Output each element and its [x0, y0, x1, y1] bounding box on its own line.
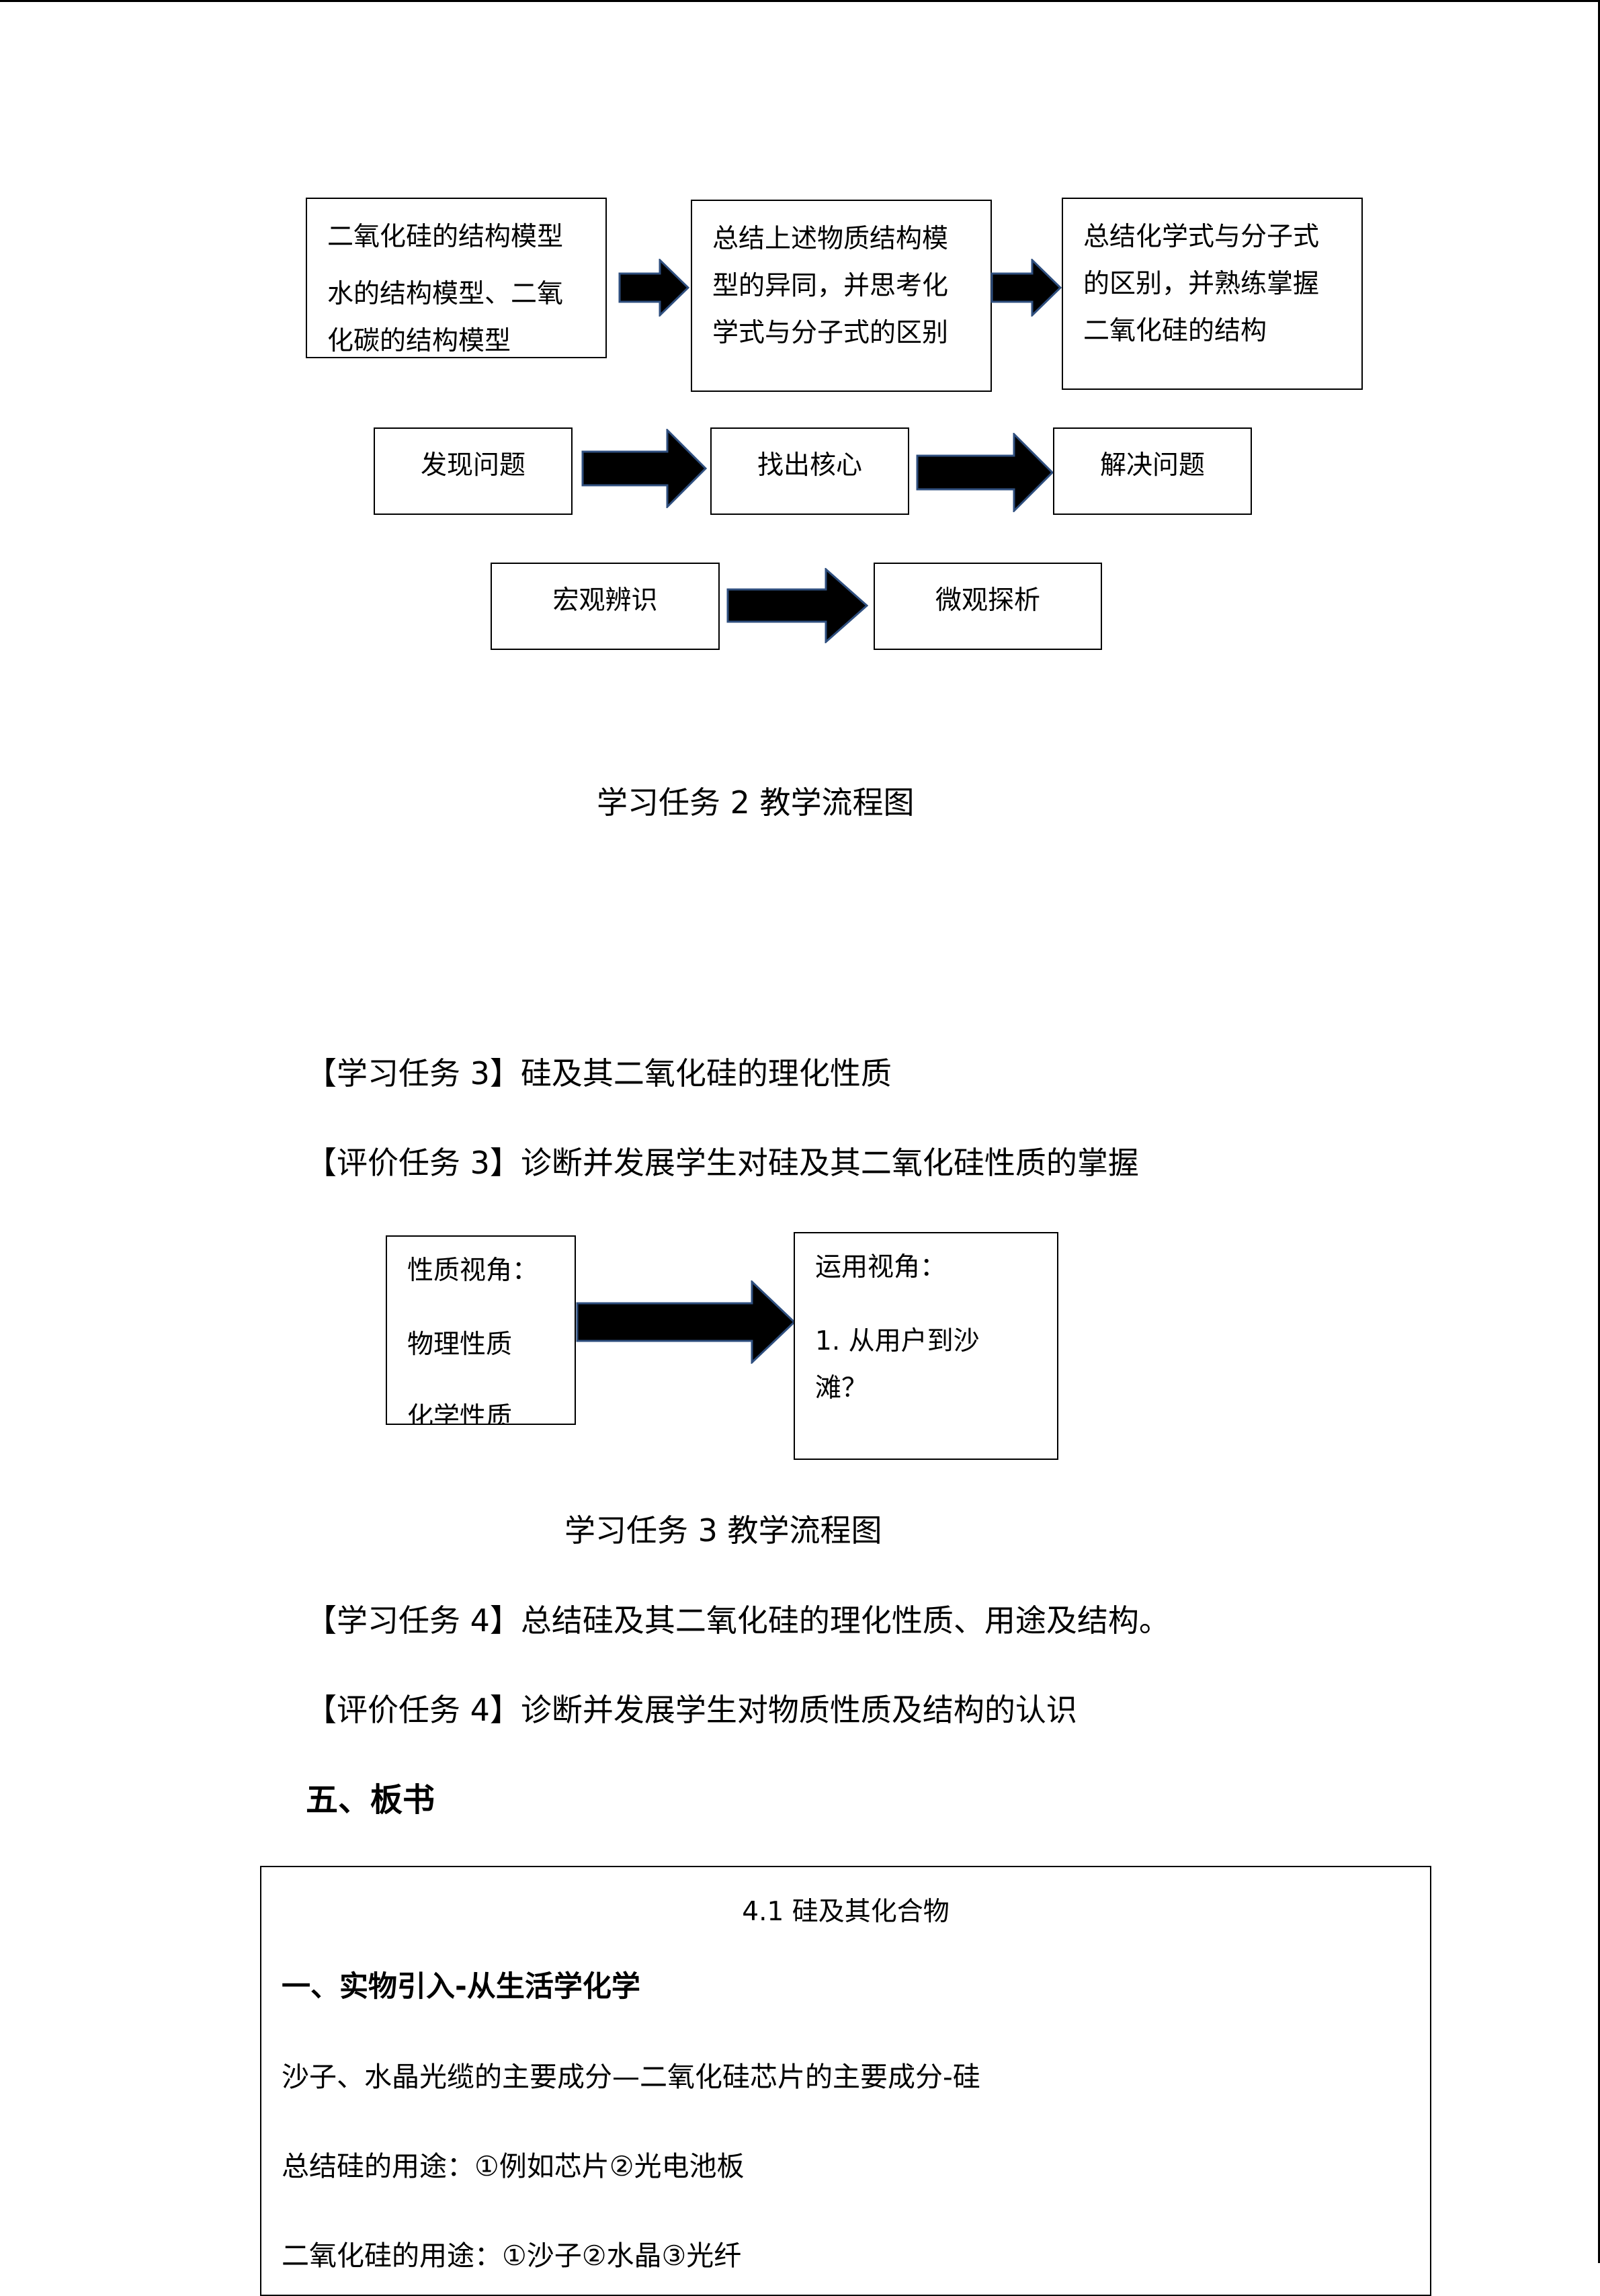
- blackboard-heading: 一、实物引入-从生活学化学: [282, 1970, 640, 2004]
- flow1-box-structure-models: 二氧化硅的结构模型 水的结构模型、二氧 化碳的结构模型: [306, 198, 607, 358]
- page-right-border: [1598, 0, 1600, 2263]
- flow3-box-macro-identification: 宏观辨识: [491, 563, 720, 650]
- task3-learning: 【学习任务 3】硅及其二氧化硅的理化性质: [306, 1055, 892, 1092]
- box-line: 化碳的结构模型: [327, 326, 511, 356]
- flow-task3-arrow: [576, 1280, 796, 1364]
- box-line: 运用视角：: [815, 1252, 947, 1282]
- flow2-box-find-core: 找出核心: [710, 427, 909, 515]
- box-line: 1. 从用户到沙: [815, 1326, 980, 1356]
- flow1-arrow-2: [991, 259, 1062, 317]
- box-line: 二氧化硅的结构: [1083, 316, 1267, 346]
- flow2-arrow-1: [581, 429, 707, 508]
- flow3-box-micro-analysis: 微观探析: [874, 563, 1102, 650]
- blackboard-line-1: 沙子、水晶光缆的主要成分—二氧化硅芯片的主要成分-硅: [282, 2061, 980, 2093]
- task4-learning: 【学习任务 4】总结硅及其二氧化硅的理化性质、用途及结构。: [306, 1602, 1170, 1639]
- box-line: 二氧化硅的结构模型: [327, 222, 564, 252]
- box-label: 宏观辨识: [552, 585, 658, 616]
- flow1-box-summarize-differences: 总结上述物质结构模 型的异同，并思考化 学式与分子式的区别: [691, 200, 992, 392]
- blackboard-line-3: 二氧化硅的用途：①沙子②水晶③光纤: [282, 2240, 742, 2272]
- box-line: 性质视角：: [407, 1256, 539, 1286]
- box-line: 学式与分子式的区别: [712, 318, 949, 348]
- box-line: 总结化学式与分子式: [1083, 222, 1320, 252]
- box-line: 滩？: [815, 1373, 868, 1403]
- caption-task2-flowchart: 学习任务 2 教学流程图: [597, 784, 915, 821]
- flow-task3-box-application-view: 运用视角： 1. 从用户到沙 滩？: [794, 1232, 1058, 1460]
- blackboard-box: 4.1 硅及其化合物 一、实物引入-从生活学化学 沙子、水晶光缆的主要成分—二氧…: [260, 1866, 1431, 2296]
- flow3-arrow: [726, 568, 868, 643]
- box-line: 的区别，并熟练掌握: [1083, 269, 1320, 299]
- page-top-border: [0, 0, 1600, 2]
- task3-evaluation: 【评价任务 3】诊断并发展学生对硅及其二氧化硅性质的掌握: [306, 1145, 1139, 1181]
- box-line: 水的结构模型、二氧: [327, 279, 564, 309]
- box-line: 型的异同，并思考化: [712, 271, 949, 301]
- blackboard-title: 4.1 硅及其化合物: [742, 1897, 950, 1927]
- blackboard-line-2: 总结硅的用途：①例如芯片②光电池板: [282, 2150, 745, 2182]
- flow2-box-find-problem: 发现问题: [374, 427, 573, 515]
- flow1-arrow-1: [618, 259, 689, 317]
- caption-task3-flowchart: 学习任务 3 教学流程图: [564, 1512, 882, 1549]
- box-line: 物理性质: [407, 1329, 513, 1360]
- flow-task3-box-property-view: 性质视角： 物理性质 化学性质: [386, 1235, 576, 1425]
- box-line: 总结上述物质结构模: [712, 224, 949, 254]
- box-label: 找出核心: [757, 450, 862, 481]
- box-line: 化学性质: [407, 1402, 513, 1425]
- flow2-box-solve-problem: 解决问题: [1053, 427, 1252, 515]
- flow1-box-formula-distinction: 总结化学式与分子式 的区别，并熟练掌握 二氧化硅的结构: [1062, 198, 1363, 390]
- box-label: 微观探析: [935, 585, 1040, 616]
- flow2-arrow-2: [916, 433, 1054, 512]
- section-five-blackboard: 五、板书: [306, 1781, 435, 1819]
- box-label: 发现问题: [420, 450, 525, 481]
- task4-evaluation: 【评价任务 4】诊断并发展学生对物质性质及结构的认识: [306, 1692, 1077, 1728]
- box-label: 解决问题: [1099, 450, 1205, 481]
